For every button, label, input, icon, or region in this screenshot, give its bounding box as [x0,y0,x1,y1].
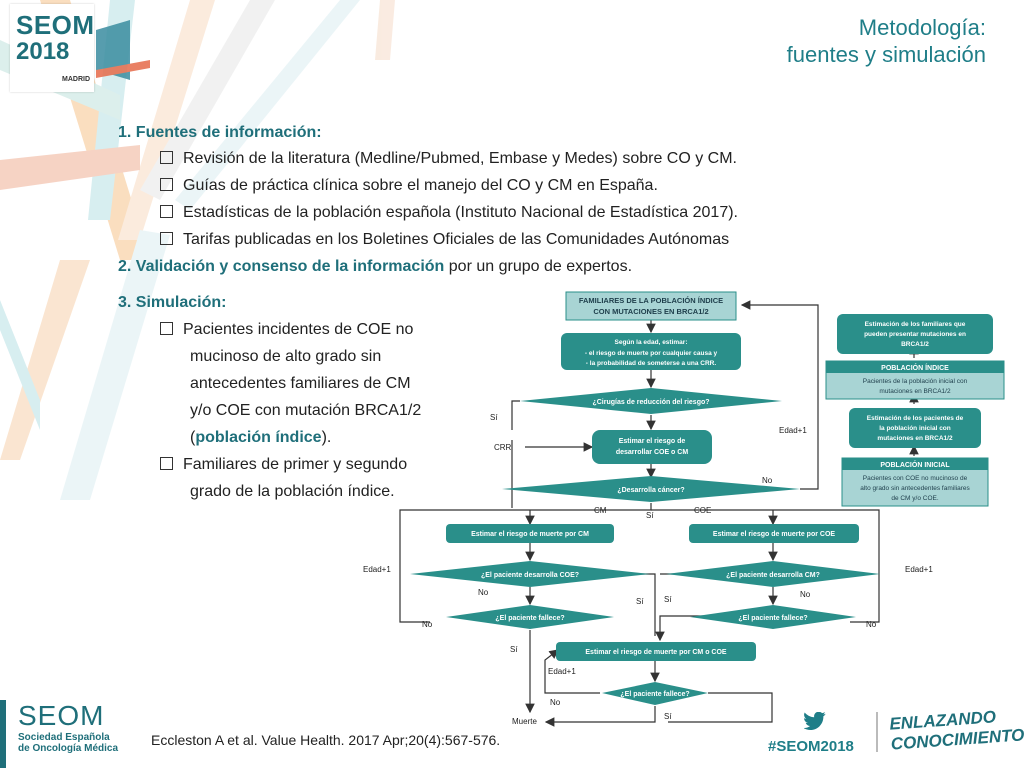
box-pob-indice-text-2: mutaciones en BRCA1/2 [879,388,951,395]
label-muerte: Muerte [512,717,537,726]
diamond-cancer-text: ¿Desarrolla cáncer? [617,487,684,494]
checkbox-bullet-icon [160,457,173,470]
label-edad: Edad+1 [905,565,933,574]
title-line-2: fuentes y simulación [786,42,986,67]
poblacion-indice-term: población índice [195,429,322,446]
box-pob-inicial-text-3: de CM y/o COE. [891,495,939,502]
section-1-heading: 1. Fuentes de información: [118,124,322,141]
box-pob-inicial-title: POBLACIÓN INICIAL [880,460,950,469]
section-3-heading: 3. Simulación: [118,294,227,311]
logo-year-text: 2018 [16,38,70,65]
box-estimar-text-1: Según la edad, estimar: [615,339,688,346]
box-estimacion-pac-text-3: mutaciones en BRCA1/2 [877,435,953,442]
section-1-item: Estadísticas de la población española (I… [160,204,738,222]
label-cm: CM [594,506,607,515]
box-muerte-cm-text: Estimar el riesgo de muerte por CM [471,531,589,538]
checkbox-bullet-icon [160,178,173,191]
label-si: Sí [490,413,498,422]
checkbox-bullet-icon [160,151,173,164]
label-coe: COE [694,506,711,515]
seom-2018-logo: SEOM 2018 MADRID [10,4,94,92]
label-no: No [478,588,489,597]
box-riesgo-text-1: Estimar el riesgo de [619,438,686,445]
seom-society-logo: SEOM Sociedad Española de Oncología Médi… [18,700,118,754]
label-no: No [762,476,773,485]
label-si: Sí [664,712,672,721]
box-estimar-text-3: - la probabilidad de someterse a una CRR… [586,360,717,367]
box-estimacion-fam-text-1: Estimación de los familiares que [865,321,966,328]
twitter-bird-icon [804,712,826,730]
title-line-1: Metodología: [858,15,986,40]
section-2-heading: 2. Validación y consenso de la informaci… [118,258,445,275]
label-si: Sí [646,511,654,520]
diamond-cm-text: ¿El paciente desarrolla CM? [726,572,820,579]
section-3-item-1-line: mucinoso de alto grado sin [190,348,382,365]
label-si: Sí [510,645,518,654]
diamond-coe-text: ¿El paciente desarrolla COE? [481,572,579,579]
box-pob-inicial-text-1: Pacientes con COE no mucinoso de [863,475,968,482]
slide-title: Metodología: fuentes y simulación [787,14,986,68]
diamond-fallece-3-text: ¿El paciente fallece? [620,691,689,698]
diamond-fallece-1-text: ¿El paciente fallece? [495,615,564,622]
section-3-item-1-line: y/o COE con mutación BRCA1/2 [190,402,422,419]
box-estimacion-pac-text-2: la población inicial con [879,425,951,432]
box-pob-inicial-text-2: alto grado sin antecedentes familiares [860,485,970,492]
section-1-item: Tarifas publicadas en los Boletines Ofic… [160,231,729,249]
label-edad: Edad+1 [548,667,576,676]
section-2-line: 2. Validación y consenso de la informaci… [118,258,633,275]
section-3-item-1: Pacientes incidentes de COE no [160,321,413,339]
label-no: No [800,590,811,599]
section-3-item-1-line: (población índice). [190,429,332,446]
box-estimacion-pac-text-1: Estimación de los pacientes de [867,415,964,422]
logo-seom-text: SEOM [16,10,95,40]
section-3-item-1-line: antecedentes familiares de CM [190,375,411,392]
diamond-cirugia-text: ¿Cirugías de reducción del riesgo? [592,399,709,406]
checkbox-bullet-icon [160,205,173,218]
hashtag-seom2018: #SEOM2018 [768,738,854,755]
label-si: Sí [664,595,672,604]
box-muerte-coe-text: Estimar el riesgo de muerte por COE [713,531,835,538]
box-pob-indice-title: POBLACIÓN ÍNDICE [881,363,949,372]
label-si: Sí [636,597,644,606]
box-familiares-text-2: CON MUTACIONES EN BRCA1/2 [593,307,708,316]
label-edad: Edad+1 [779,426,807,435]
box-estimacion-fam-text-3: BRCA1/2 [901,341,929,348]
box-pob-indice-text-1: Pacientes de la población inicial con [863,378,968,385]
reference-citation: Eccleston A et al. Value Health. 2017 Ap… [151,732,501,748]
label-edad: Edad+1 [363,565,391,574]
section-1-item: Revisión de la literatura (Medline/Pubme… [160,150,737,168]
org-sub-2: de Oncología Médica [18,743,119,754]
box-estimacion-fam-text-2: pueden presentar mutaciones en [864,331,966,338]
section-3-item-2: Familiares de primer y segundo [160,456,407,474]
footer-divider [876,712,878,752]
org-name: SEOM [18,700,105,731]
checkbox-bullet-icon [160,322,173,335]
box-muerte-cm-coe-text: Estimar el riesgo de muerte por CM o COE [585,649,727,656]
section-1-item: Guías de práctica clínica sobre el manej… [160,177,658,195]
box-familiares-text-1: FAMILIARES DE LA POBLACIÓN ÍNDICE [579,296,723,305]
label-no: No [422,620,433,629]
checkbox-bullet-icon [160,232,173,245]
label-no: No [866,620,877,629]
section-3-item-2-line: grado de la población índice. [190,483,395,500]
diamond-fallece-2-text: ¿El paciente fallece? [738,615,807,622]
label-no: No [550,698,561,707]
org-sub-1: Sociedad Española [18,732,110,743]
label-crr: CRR [494,443,512,452]
box-estimar-text-2: - el riesgo de muerte por cualquier caus… [585,350,718,357]
box-riesgo-text-2: desarrollar COE o CM [616,449,689,456]
logo-city-text: MADRID [62,76,90,83]
